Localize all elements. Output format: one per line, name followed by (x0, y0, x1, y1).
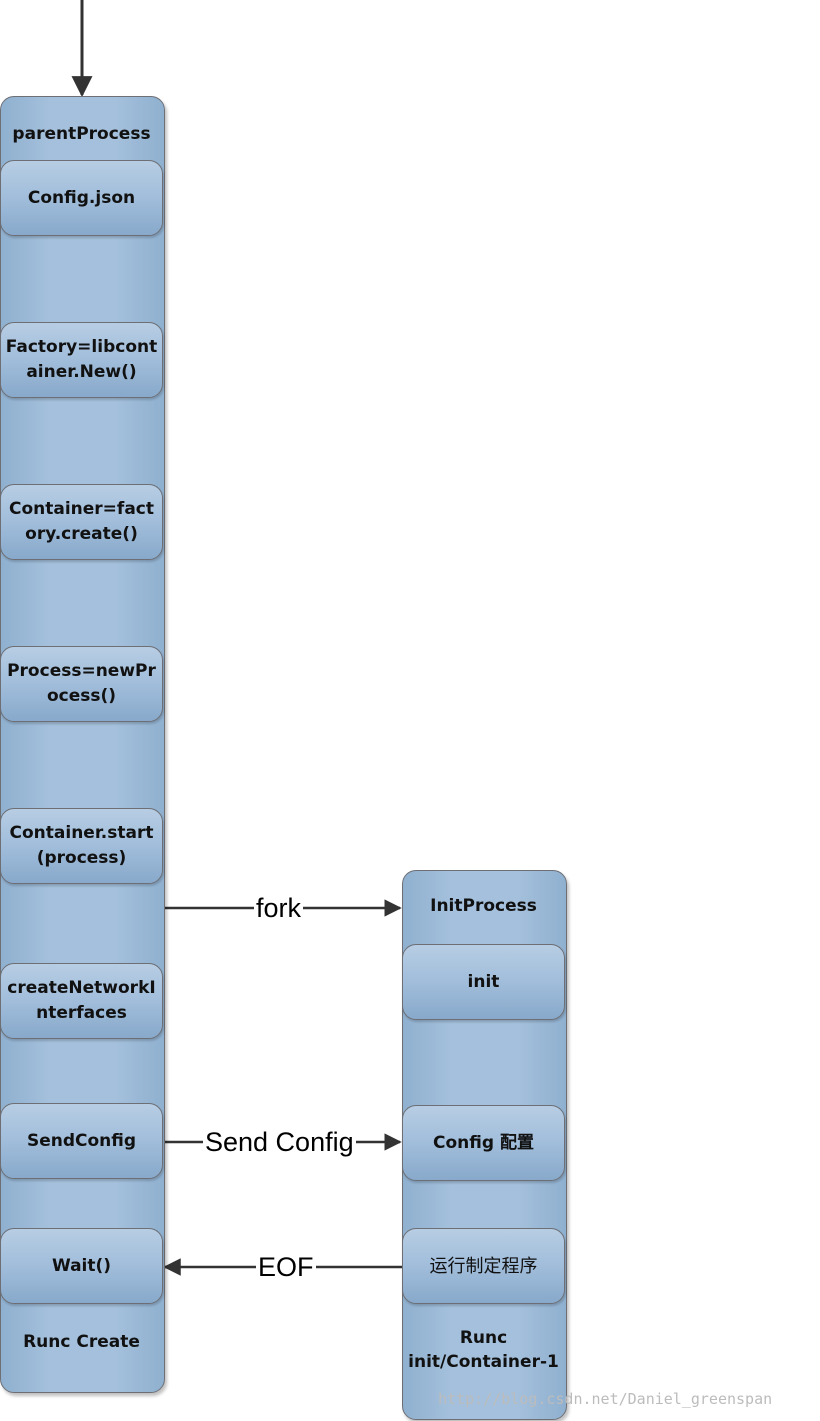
parent-process-lane (0, 96, 165, 1393)
node-container-start: Container.start(process) (0, 808, 163, 884)
parent-process-title: parentProcess (12, 124, 151, 144)
init-process-title: InitProcess (430, 896, 537, 916)
watermark-text: http://blog.csdn.net/Daniel_greenspan (438, 1390, 773, 1408)
node-factory: Factory=libcontainer.New() (0, 322, 163, 398)
node-config-setup: Config 配置 (402, 1105, 565, 1181)
node-container-create: Container=factory.create() (0, 484, 163, 560)
node-config-json: Config.json (0, 160, 163, 236)
node-process-new: Process=newProcess() (0, 646, 163, 722)
node-wait: Wait() (0, 1228, 163, 1304)
edge-label-fork: fork (254, 893, 304, 923)
node-run-program: 运行制定程序 (402, 1228, 565, 1304)
edge-label-send-config: Send Config (203, 1127, 356, 1157)
parent-process-footer: Runc Create (23, 1332, 140, 1352)
edge-label-eof: EOF (256, 1252, 316, 1282)
node-create-network: createNetworkInterfaces (0, 963, 163, 1039)
node-init: init (402, 944, 565, 1020)
init-process-footer: Runc init/Container-1 (408, 1328, 559, 1372)
node-send-config: SendConfig (0, 1103, 163, 1179)
